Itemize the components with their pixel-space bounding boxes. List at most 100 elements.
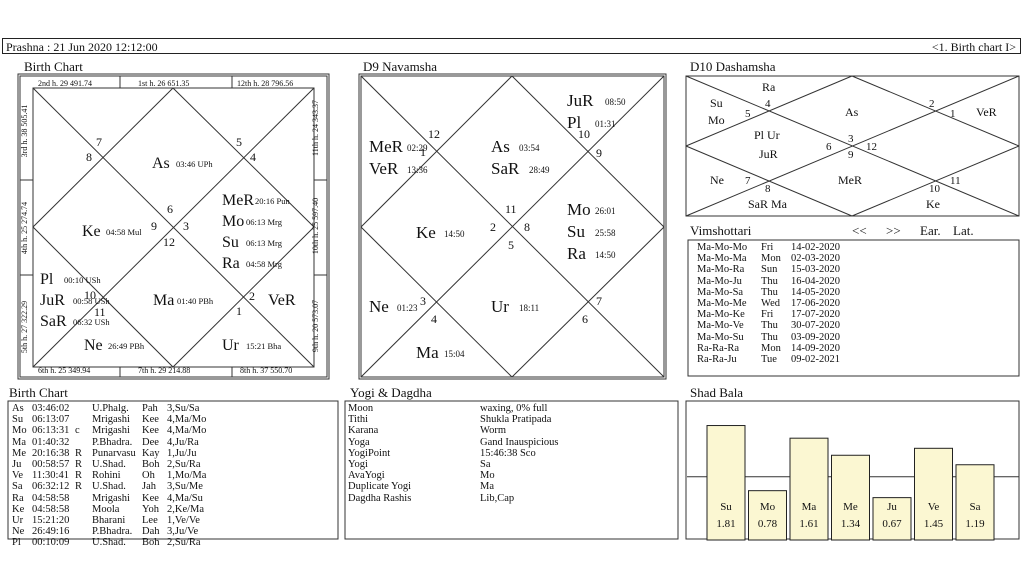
sign-number: 12 [428, 127, 440, 141]
shad-bar-label: Ma [802, 501, 817, 513]
sign-number: 8 [524, 220, 530, 234]
birth-cell: 1,Ve/Ve [167, 514, 200, 526]
vim-next-button[interactable]: >> [886, 223, 901, 238]
planet-label: Pl Ur [754, 128, 780, 142]
shad-bala-title: Shad Bala [690, 385, 744, 400]
birth-cell: c [75, 425, 80, 437]
sign-number: 5 [236, 135, 242, 149]
birth-cell: 3,Su/Sa [167, 403, 200, 414]
birth-cell: Bharani [92, 514, 126, 526]
birth-cell: Me [12, 447, 26, 459]
planet-info: 25:58 [595, 228, 616, 238]
dasha-cell: 14-09-2020 [791, 342, 840, 354]
planet-label: Ne [710, 173, 724, 187]
planet-label: MeR [838, 173, 862, 187]
planet-info: 15:04 [444, 349, 465, 359]
birth-cell: Ve [12, 470, 24, 482]
shad-bar-mo [748, 490, 787, 541]
sign-number: 7 [745, 175, 751, 187]
birth-cell: Kee [142, 414, 159, 426]
birth-cell: As [12, 403, 24, 414]
dasha-cell: Ma-Mo-Me [697, 297, 747, 309]
yogi-row: AvaYogi Mo [348, 470, 668, 481]
vim-ear-button[interactable]: Ear. [920, 223, 941, 238]
planet-ra: Ra [567, 244, 586, 263]
birth-cell: U.Shad. [92, 481, 126, 493]
house-label: 8th h. 37 550.70 [240, 366, 292, 375]
d9-title: D9 Navamsha [363, 59, 438, 74]
sign-number: 9 [596, 146, 602, 160]
vim-lat-button[interactable]: Lat. [953, 223, 974, 238]
planet-info: 02:29 [407, 143, 428, 153]
birth-cell: 4,Ma/Mo [167, 414, 207, 426]
birth-cell: U.Shad. [92, 458, 126, 470]
dasha-cell: 17-07-2020 [791, 309, 840, 321]
birth-cell: 2,Su/Ra [167, 537, 201, 549]
sign-number: 4 [431, 312, 437, 326]
birth-cell: Pah [142, 403, 158, 414]
shad-bar-ma [789, 437, 829, 541]
planet-pl: Pl [567, 113, 581, 132]
yogi-cell: AvaYogi [348, 470, 385, 482]
planet-info: 26:01 [595, 206, 616, 216]
birth-cell: Jah [142, 481, 156, 493]
birth-cell: 11:30:41 [32, 470, 69, 482]
sign-number: 10 [578, 127, 590, 141]
planet-info: 08:50 [605, 97, 626, 107]
birth-cell: 20:16:38 [32, 447, 70, 459]
vim-prev-button[interactable]: << [852, 223, 867, 238]
planet-info: 18:11 [519, 303, 539, 313]
yogi-cell: 15:46:38 Sco [480, 447, 536, 459]
dasha-cell: Ra-Ra-Ra [697, 342, 739, 354]
yogi-cell: Mo [480, 470, 495, 482]
planet-label: Ke [926, 197, 940, 211]
birth-chart-title: Birth Chart [24, 59, 83, 74]
header-bar: Prashna : 21 Jun 2020 12:12:00 <1. Birth… [2, 38, 1021, 54]
yogi-title: Yogi & Dagdha [350, 385, 432, 400]
dasha-cell: Thu [761, 286, 778, 298]
yogi-cell: Tithi [348, 414, 369, 426]
birth-cell: Su [12, 414, 24, 426]
birth-cell: Mrigashi [92, 414, 130, 426]
planet-info: 04:58 Mrg [246, 259, 283, 269]
birth-cell: P.Bhadra. [92, 436, 133, 448]
sign-number: 4 [765, 98, 771, 110]
vim-frame [687, 239, 1020, 377]
planet-ur: Ur [491, 297, 509, 316]
shad-bar-value: 0.67 [882, 518, 902, 530]
prashna-datetime: Prashna : 21 Jun 2020 12:12:00 [6, 40, 158, 54]
planet-label: Su [710, 96, 723, 110]
planet-sar: SaR [40, 313, 67, 330]
shad-bar-value: 1.81 [716, 518, 735, 530]
birth-cell: Moola [92, 503, 120, 515]
birth-table-frame [7, 400, 339, 540]
planet-info: 01:40 PBh [177, 296, 214, 306]
dasha-cell: Ma-Mo-Mo [697, 242, 748, 253]
yogi-cell: YogiPoint [348, 447, 391, 459]
dasha-cell: 30-07-2020 [791, 320, 840, 332]
sign-number: 7 [96, 135, 102, 149]
chart-selector-link[interactable]: <1. Birth chart I> [931, 40, 1016, 54]
sign-number: 8 [86, 150, 92, 164]
d9-frame [358, 73, 667, 380]
dasha-cell: 15-03-2020 [791, 264, 840, 276]
